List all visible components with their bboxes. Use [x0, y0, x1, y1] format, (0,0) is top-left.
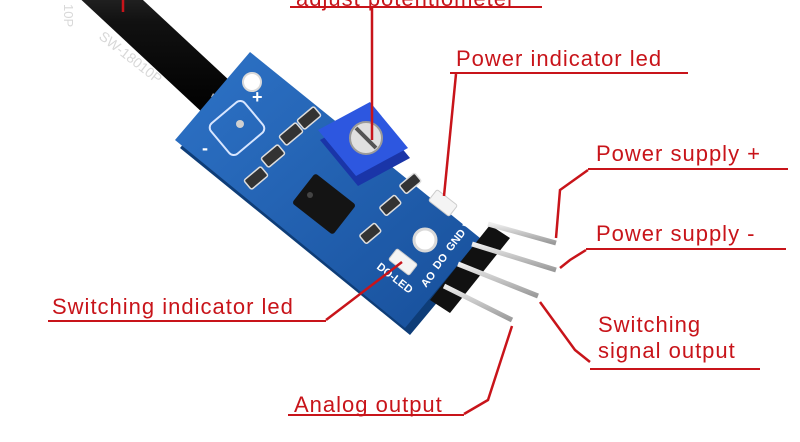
mount-hole	[412, 227, 438, 253]
callout-switching-signal-output: Switching signal output	[598, 312, 788, 364]
callout-switching-indicator-led: Switching indicator led	[52, 294, 294, 319]
smd-components	[243, 106, 422, 244]
underline-adjust-potentiometer	[290, 6, 542, 8]
callout-analog-output: Analog output	[294, 392, 443, 417]
pin-label-vcc: VCC	[461, 206, 485, 232]
leader-analog-output	[463, 325, 514, 416]
pin-do	[457, 261, 539, 299]
callout-switching-signal-output-line2: signal output	[598, 338, 736, 363]
leader-power-indicator-led	[442, 73, 458, 197]
leader-switching-indicator-led	[325, 261, 403, 321]
underline-power-indicator-led	[450, 72, 688, 74]
pcb-plus-sign: +	[252, 87, 263, 107]
pin-gnd	[471, 241, 557, 273]
underline-analog-output	[288, 414, 464, 416]
callout-power-supply-plus: Power supply +	[596, 141, 762, 166]
leader-power-supply-minus	[559, 248, 587, 269]
underline-power-supply-minus	[586, 248, 786, 250]
sensor-model-label-left: 10P	[61, 4, 76, 27]
callout-adjust-potentiometer: adjust potentiometer	[296, 0, 515, 12]
pcb-minus-sign: -	[202, 138, 208, 158]
underline-power-supply-plus	[588, 168, 788, 170]
pin-vcc	[487, 221, 557, 246]
switching-indicator-led	[388, 248, 418, 276]
pin-header	[430, 221, 557, 323]
mount-hole-top	[242, 72, 262, 92]
callout-power-supply-minus: Power supply -	[596, 221, 756, 246]
pin-ao	[442, 283, 514, 323]
comparator-ic	[293, 174, 355, 234]
potentiometer	[318, 102, 410, 186]
leader-lines	[121, 0, 591, 416]
leader-power-supply-plus	[554, 168, 589, 239]
leader-switching-signal-output	[538, 301, 591, 363]
underline-switching-indicator-led	[48, 320, 326, 322]
power-indicator-led	[428, 189, 458, 217]
callout-power-indicator-led: Power indicator led	[456, 46, 663, 71]
callout-switching-signal-output-line1: Switching	[598, 312, 702, 337]
vibration-sensor-tube: SW-18010P 10P	[61, 0, 245, 115]
underline-switching-signal-output	[590, 368, 760, 370]
